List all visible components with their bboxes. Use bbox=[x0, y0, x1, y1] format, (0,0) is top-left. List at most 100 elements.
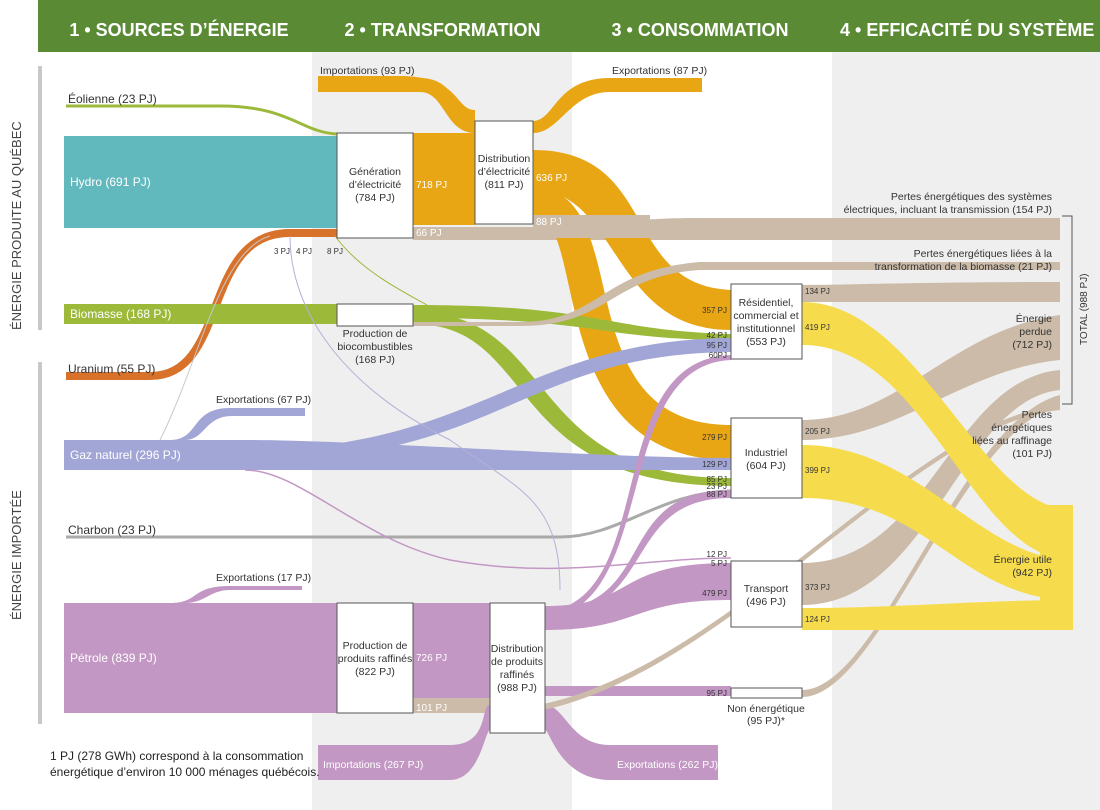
ind-loss bbox=[802, 315, 1060, 440]
gas-to-residential bbox=[244, 338, 731, 462]
distribution-refined-box bbox=[489, 602, 546, 734]
val-tr-479: 479 PJ bbox=[702, 589, 727, 598]
refinery-box bbox=[336, 602, 414, 714]
ref-loss-flow bbox=[413, 698, 490, 713]
ne-loss bbox=[802, 395, 1060, 697]
wind-flow bbox=[66, 104, 338, 136]
lost-l1: Énergie bbox=[1016, 312, 1052, 325]
elec-import-label: Importations (93 PJ) bbox=[320, 65, 415, 77]
val-gen-66: 66 PJ bbox=[416, 228, 442, 239]
val-ref-726: 726 PJ bbox=[416, 653, 447, 664]
res-box-l4: (553 PJ) bbox=[746, 336, 786, 348]
ref-box-l1: Production de bbox=[343, 640, 408, 652]
source-hydro: Hydro (691 PJ) bbox=[70, 175, 151, 189]
footnote-line-1: 1 PJ (278 GWh) correspond à la consommat… bbox=[50, 749, 304, 763]
tr-useful bbox=[802, 600, 1073, 630]
bio-box-l3: (168 PJ) bbox=[355, 354, 395, 366]
header-sources: 1 • SOURCES D’ÉNERGIE bbox=[69, 20, 289, 40]
source-gas: Gaz naturel (296 PJ) bbox=[70, 448, 181, 462]
val-gen-718: 718 PJ bbox=[416, 180, 447, 191]
val-small-3: 3 PJ bbox=[274, 247, 290, 256]
footnote-line-2: énergétique d’environ 10 000 ménages qué… bbox=[50, 765, 320, 779]
refined-import-flow bbox=[318, 705, 490, 780]
refined-to-nonenergy bbox=[545, 686, 731, 696]
source-uranium: Uranium (55 PJ) bbox=[68, 362, 155, 376]
biomass-to-residential bbox=[413, 305, 731, 340]
val-res-357: 357 PJ bbox=[702, 306, 727, 315]
biomass-to-industrial bbox=[413, 312, 731, 486]
elec-to-residential bbox=[533, 150, 731, 330]
bio-losses-l1: Pertes énergétiques liées à la bbox=[914, 248, 1052, 260]
dist-loss-flow bbox=[533, 215, 650, 238]
hydro-flow bbox=[64, 136, 337, 228]
val-res-95: 95 PJ bbox=[707, 341, 727, 350]
ref-losses-l4: (101 PJ) bbox=[1012, 448, 1052, 460]
ind-useful bbox=[802, 445, 1073, 600]
side-label-imported: ÉNERGIE IMPORTÉE bbox=[9, 490, 24, 620]
gen-box-l1: Génération bbox=[349, 166, 401, 178]
lost-l2: perdue bbox=[1019, 326, 1052, 338]
gen-box-l3: (784 PJ) bbox=[355, 192, 395, 204]
distref-l3: raffinés bbox=[500, 669, 534, 681]
refined-import-label: Importations (267 PJ) bbox=[323, 759, 423, 771]
refined-to-transport bbox=[545, 563, 731, 630]
val-tr-5: 5 PJ bbox=[711, 559, 727, 568]
distribution-elec-box bbox=[474, 120, 534, 225]
val-out-399: 399 PJ bbox=[805, 466, 830, 475]
footnote: 1 PJ (278 GWh) correspond à la consommat… bbox=[50, 748, 320, 780]
val-out-419: 419 PJ bbox=[805, 323, 830, 332]
gas-export-label: Exportations (67 PJ) bbox=[216, 394, 311, 406]
ref-losses-l3: liées au raffinage bbox=[972, 435, 1052, 447]
distref-l4: (988 PJ) bbox=[497, 682, 537, 694]
thin-oil-line bbox=[244, 469, 732, 570]
residential-box bbox=[730, 283, 803, 360]
useful-l1: Énergie utile bbox=[994, 553, 1053, 566]
bio-loss-flow bbox=[413, 262, 1060, 326]
bio-box-l2: biocombustibles bbox=[337, 341, 412, 353]
tr-box-l2: (496 PJ) bbox=[746, 596, 786, 608]
val-out-205: 205 PJ bbox=[805, 427, 830, 436]
ref-box-l2: produits raffinés bbox=[338, 653, 413, 665]
distelec-l1: Distribution bbox=[478, 153, 531, 165]
distelec-l2: d’électricité bbox=[478, 166, 531, 178]
elec-losses-l1: Pertes énergétiques des systèmes bbox=[891, 191, 1052, 203]
biofuels-box bbox=[336, 303, 414, 327]
val-ind-23: 23 PJ bbox=[707, 482, 727, 491]
val-ind-129: 129 PJ bbox=[702, 460, 727, 469]
distelec-l3: (811 PJ) bbox=[485, 179, 524, 191]
gen-to-dist-flow bbox=[413, 133, 475, 225]
val-dist-636: 636 PJ bbox=[536, 173, 567, 184]
refinery-to-dist bbox=[413, 603, 490, 698]
elec-losses-l2: électriques, incluant la transmission (1… bbox=[844, 204, 1052, 216]
bio-losses-l2: transformation de la biomasse (21 PJ) bbox=[875, 261, 1052, 273]
useful-total bbox=[1040, 505, 1073, 630]
elec-export-label: Exportations (87 PJ) bbox=[612, 65, 707, 77]
val-tr-12: 12 PJ bbox=[707, 550, 727, 559]
val-ref-101: 101 PJ bbox=[416, 703, 447, 714]
thin-grey-line-2 bbox=[159, 235, 271, 441]
header-consumption: 3 • CONSOMMATION bbox=[611, 20, 789, 40]
thin-grey-line bbox=[289, 235, 561, 591]
ne-box-l1: Non énergétique bbox=[727, 703, 805, 715]
val-ne-95: 95 PJ bbox=[707, 689, 727, 698]
oil-export-label: Exportations (17 PJ) bbox=[216, 572, 311, 584]
val-res-42: 42 PJ bbox=[707, 331, 727, 340]
ref-box-l3: (822 PJ) bbox=[355, 666, 395, 678]
gen-box-l2: d’électricité bbox=[349, 179, 402, 191]
res-loss bbox=[802, 282, 1060, 302]
source-coal: Charbon (23 PJ) bbox=[68, 523, 156, 537]
biofuel-to-gen-line bbox=[334, 235, 428, 306]
val-small-4: 4 PJ bbox=[296, 247, 312, 256]
ne-box-l2: (95 PJ)* bbox=[747, 715, 785, 727]
val-out-134: 134 PJ bbox=[805, 287, 830, 296]
tr-box-l1: Transport bbox=[744, 583, 789, 595]
elec-to-industrial bbox=[533, 188, 731, 460]
elec-import-band bbox=[318, 78, 475, 133]
val-ind-85: 85 PJ bbox=[707, 475, 727, 484]
source-wind: Éolienne (23 PJ) bbox=[68, 91, 157, 106]
total-label: TOTAL (988 PJ) bbox=[1079, 273, 1090, 345]
oil-export-flow bbox=[170, 586, 302, 603]
source-petroleum: Pétrole (839 PJ) bbox=[70, 651, 157, 665]
ref-losses-l2: énergétiques bbox=[991, 422, 1052, 434]
